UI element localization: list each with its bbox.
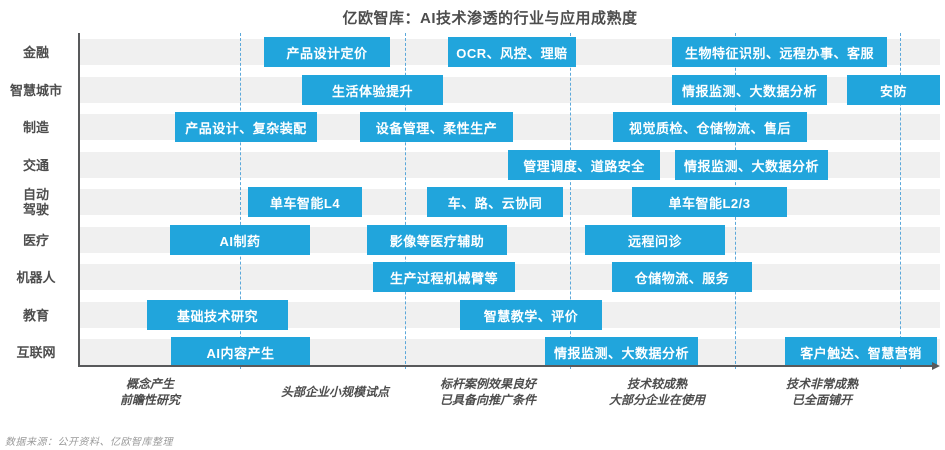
app-box: 生产过程机械臂等 <box>373 262 515 292</box>
app-box: 设备管理、柔性生产 <box>360 112 513 142</box>
app-box: 单车智能L2/3 <box>632 187 787 217</box>
app-box: OCR、风控、理赔 <box>448 37 576 67</box>
stage-boundary-dashed-line <box>240 33 241 369</box>
axis-arrow-right-icon <box>932 361 940 370</box>
row-label-制造: 制造 <box>22 119 49 135</box>
app-box: 客户触达、智慧营销 <box>785 337 937 367</box>
app-box: 影像等医疗辅助 <box>367 225 507 255</box>
stage-label: 技术较成熟大部分企业在使用 <box>608 377 706 407</box>
app-box: 智慧教学、评价 <box>460 300 602 330</box>
stage-boundary-dashed-line <box>900 33 901 369</box>
app-box: 单车智能L4 <box>248 187 362 217</box>
axis-line-x <box>78 365 932 367</box>
row-label-医疗: 医疗 <box>22 232 49 248</box>
stage-label: 技术非常成熟已全面铺开 <box>785 377 859 407</box>
app-box: 远程问诊 <box>585 225 725 255</box>
app-box: 产品设计定价 <box>264 37 390 67</box>
app-box: 产品设计、复杂装配 <box>175 112 317 142</box>
app-box: 车、路、云协同 <box>427 187 563 217</box>
row-label-智慧城市: 智慧城市 <box>9 82 62 98</box>
app-box: AI制药 <box>170 225 310 255</box>
app-box: AI内容产生 <box>171 337 310 367</box>
axis-line-y <box>78 33 80 367</box>
stage-boundary-dashed-line <box>570 33 571 369</box>
stage-label: 概念产生前瞻性研究 <box>119 377 181 407</box>
app-box: 情报监测、大数据分析 <box>545 337 698 367</box>
row-label-交通: 交通 <box>22 157 49 173</box>
stage-boundary-dashed-line <box>405 33 406 369</box>
app-box: 生活体验提升 <box>302 75 443 105</box>
chart-title: 亿欧智库：AI技术渗透的行业与应用成熟度 <box>342 10 638 27</box>
row-label-自动驾驶: 自动驾驶 <box>22 187 49 217</box>
app-box: 安防 <box>847 75 940 105</box>
row-label-互联网: 互联网 <box>16 344 56 360</box>
app-box: 视觉质检、仓储物流、售后 <box>613 112 807 142</box>
app-box: 仓储物流、服务 <box>612 262 752 292</box>
source-note: 数据来源：公开资料、亿欧智库整理 <box>5 437 173 448</box>
row-label-金融: 金融 <box>22 44 49 60</box>
row-label-教育: 教育 <box>22 307 49 323</box>
app-box: 情报监测、大数据分析 <box>672 75 827 105</box>
app-box: 情报监测、大数据分析 <box>675 150 828 180</box>
stage-label: 头部企业小规模试点 <box>280 385 390 399</box>
stage-label: 标杆案例效果良好已具备向推广条件 <box>439 377 537 407</box>
row-label-机器人: 机器人 <box>16 269 56 285</box>
app-box: 基础技术研究 <box>147 300 288 330</box>
app-box: 生物特征识别、远程办事、客服 <box>672 37 887 67</box>
app-box: 管理调度、道路安全 <box>508 150 660 180</box>
